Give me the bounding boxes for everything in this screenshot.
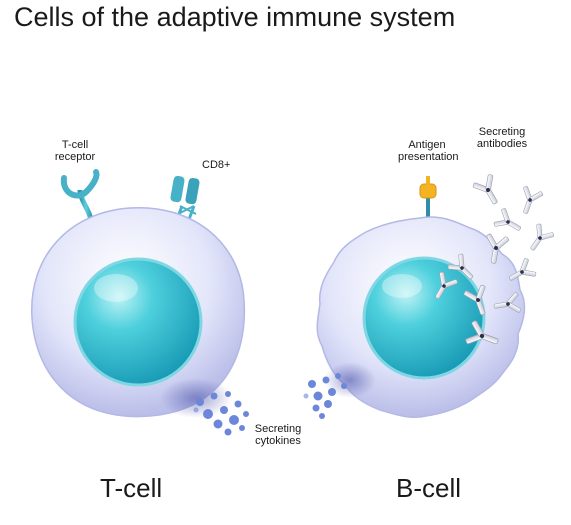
t-cell-label: T-cell <box>100 473 163 503</box>
b-cell-label: B-cell <box>396 473 462 503</box>
antigen-icon <box>419 176 437 222</box>
antigen-label: Antigen presentation <box>398 139 459 163</box>
t-cell <box>31 169 246 418</box>
b-cell <box>316 176 526 419</box>
diagram-title: Cells of the adaptive immune system <box>14 2 456 32</box>
cytokines-label: Secreting cytokines <box>254 423 302 447</box>
antibodies-label: Secreting antibodies <box>476 126 528 150</box>
t-cell-cytokines <box>193 391 249 436</box>
b-cell-cytokines <box>303 373 347 419</box>
b-cell-nucleus <box>362 256 486 380</box>
cd8-label: CD8+ <box>202 159 231 171</box>
t-cell-nucleus <box>73 257 203 387</box>
t-cell-receptor-label: T-cell receptor <box>54 139 96 163</box>
